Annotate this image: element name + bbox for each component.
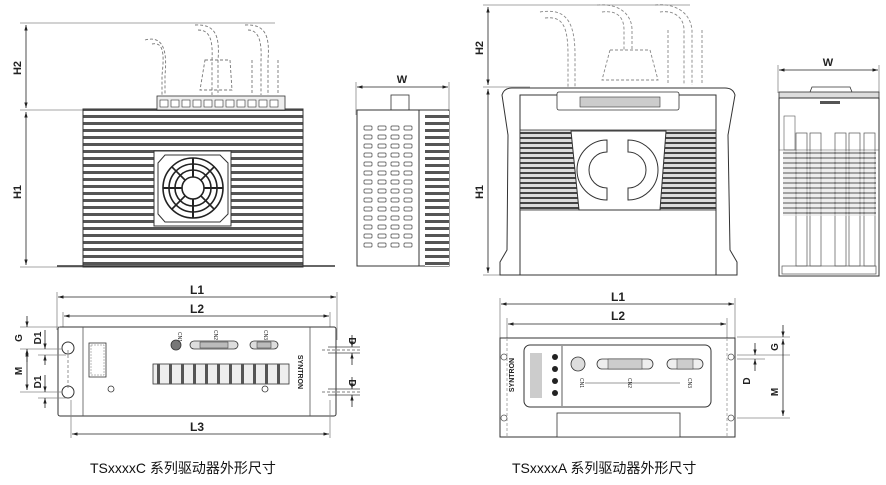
tsc-top-view (20, 292, 360, 438)
dim-label-g: G (770, 343, 781, 351)
dim-label-d-top: D (346, 337, 357, 344)
dim-label-h1: H1 (474, 185, 486, 199)
connector-label-cn2: CN2 (626, 378, 632, 388)
dim-label-d1-top: D1 (33, 331, 44, 344)
connector-label-cn1: CN1 (578, 378, 584, 388)
dim-label-l2: L2 (611, 309, 625, 323)
dim-label-h2: H2 (474, 41, 486, 55)
tsa-front-view (483, 4, 738, 276)
connector-label-cn2: CN2 (212, 330, 218, 340)
brand-logo-text: SYNTRON (509, 358, 516, 392)
fan-grille-icon (153, 150, 232, 227)
dim-label-d-bottom: D (346, 379, 357, 386)
caption-tsxxxxa: TSxxxxA 系列驱动器外形尺寸 (512, 460, 697, 476)
connector-label-cn3: CN3 (262, 330, 268, 340)
dim-label-h1: H1 (12, 185, 24, 199)
dim-label-l2: L2 (190, 302, 204, 316)
dim-label-d: D (742, 377, 753, 384)
dim-label-l3: L3 (190, 420, 204, 434)
tsc-front-view (20, 22, 335, 268)
dim-label-m: M (14, 367, 25, 375)
dim-label-h2: H2 (12, 61, 24, 75)
dim-label-l1: L1 (611, 290, 625, 304)
dim-label-d1-bottom: D1 (33, 375, 44, 388)
tsa-top-view (499, 298, 790, 438)
terminal-block (159, 99, 279, 108)
tsa-side-view (777, 65, 880, 277)
dashed-cables (144, 24, 279, 95)
dim-label-w: W (397, 74, 408, 86)
connector-label-cn3: CN3 (686, 378, 692, 388)
brand-logo-text: SYNTRON (296, 355, 303, 389)
dim-label-m: M (770, 388, 781, 396)
caption-tsxxxxc: TSxxxxC 系列驱动器外形尺寸 (90, 460, 276, 476)
dim-label-g: G (14, 334, 25, 342)
dim-label-l1: L1 (190, 283, 204, 297)
dim-label-w: W (823, 57, 834, 69)
tsc-side-view (355, 82, 450, 267)
connector-label-cn1: CN1 (176, 332, 182, 342)
